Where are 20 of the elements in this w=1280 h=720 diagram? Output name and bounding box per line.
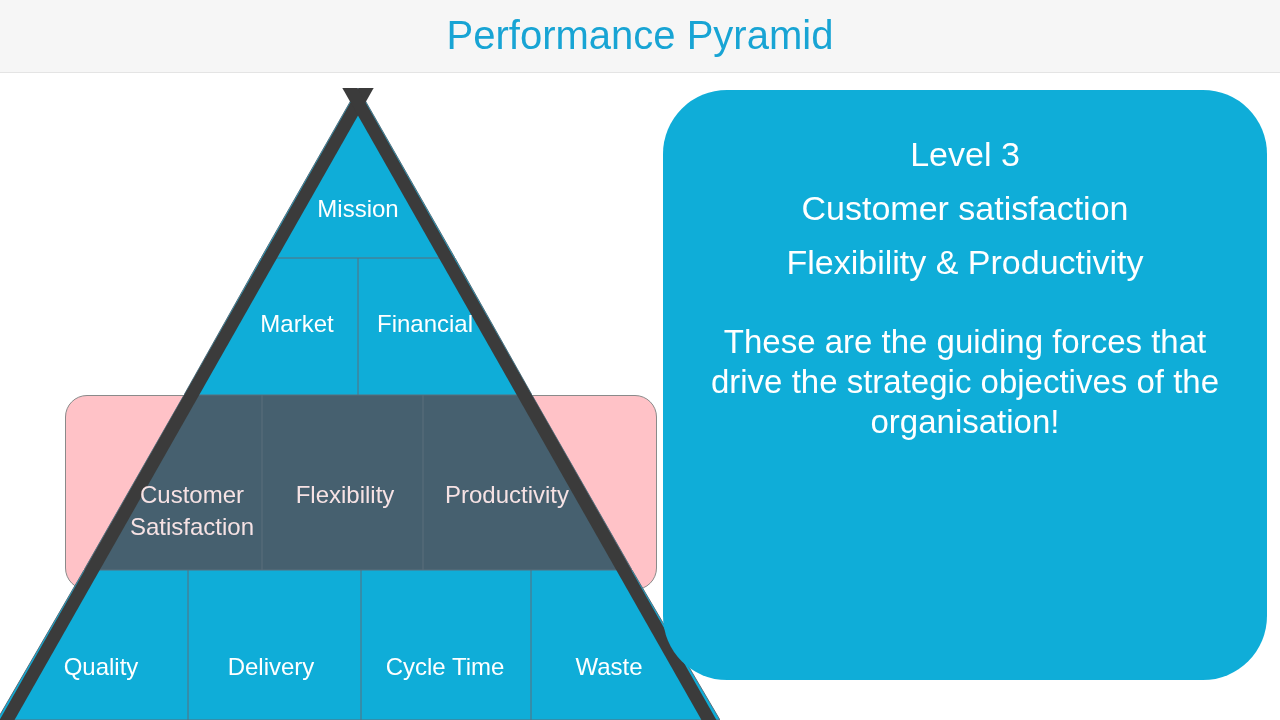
section-label: Waste [574,652,644,682]
section-label: Quality [62,652,140,682]
section-label: Productivity [443,480,570,510]
section-label: Customer Satisfaction [128,480,256,542]
title: Performance Pyramid [445,12,835,59]
panel-text: Customer satisfaction [800,188,1130,229]
highlighted-section [262,395,423,570]
section-label: Flexibility [294,480,396,510]
pyramid-section [0,570,188,720]
panel-text: Flexibility & Productivity [785,242,1145,283]
panel-paragraph: These are the guiding forces that drive the strategic objectives of the organisation! [709,322,1221,442]
pyramid-section [361,570,531,720]
section-label: Financial [375,309,474,339]
section-label: Delivery [226,652,316,682]
section-label: Market [259,309,335,339]
section-label: Mission [316,194,400,224]
info-panel [663,90,1267,680]
pyramid-section [188,570,361,720]
panel-heading: Level 3 [909,134,1021,175]
section-label: Cycle Time [384,652,506,682]
